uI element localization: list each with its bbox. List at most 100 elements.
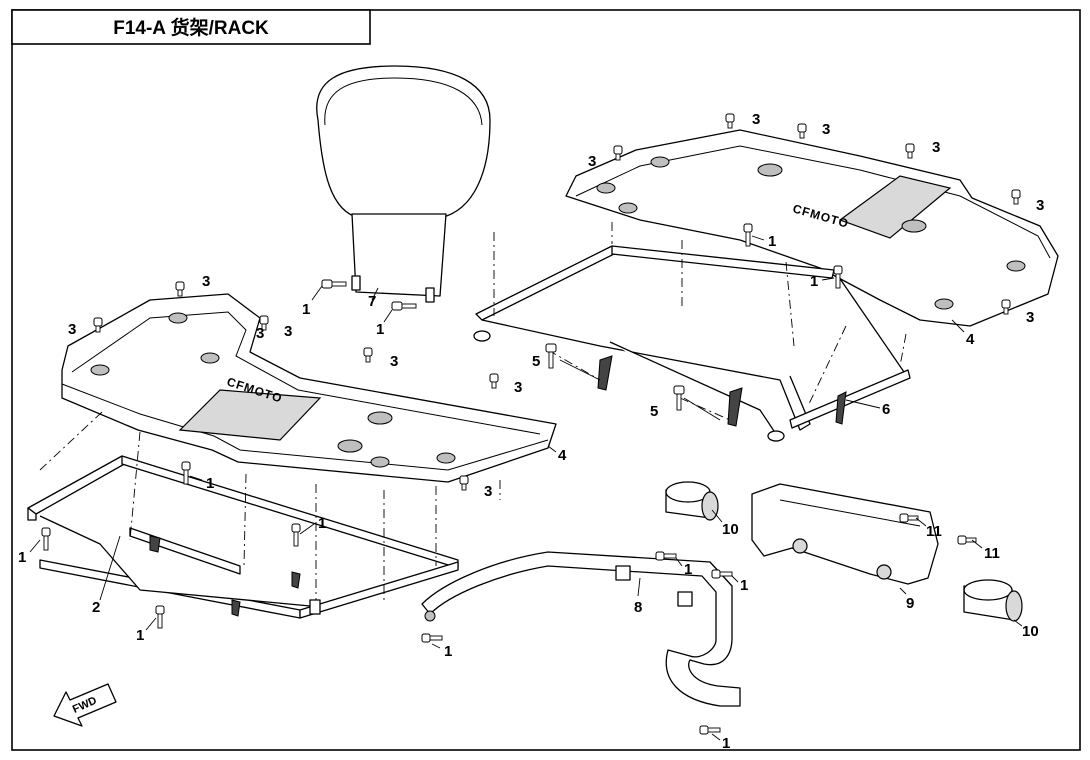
callout-1: 1	[740, 577, 748, 594]
leader	[547, 445, 557, 453]
leader	[751, 235, 765, 241]
leader	[559, 359, 601, 381]
frame-rail	[299, 561, 459, 619]
front-rack-panel: CFMOTO	[61, 293, 557, 483]
callout-4: 4	[558, 447, 567, 464]
callout-1: 1	[684, 561, 692, 578]
mounting-bracket	[751, 483, 939, 585]
frame-rail	[475, 245, 619, 321]
frame-bracket	[727, 387, 743, 427]
hex-nut	[797, 123, 807, 139]
callout-10: 10	[722, 521, 739, 538]
rear-rack-panel: CFMOTO	[565, 129, 1059, 327]
frame-end-cap	[473, 330, 491, 342]
screw	[899, 513, 919, 523]
grab-bar-tube	[421, 551, 741, 707]
leader	[711, 733, 721, 741]
callout-11: 11	[926, 523, 942, 540]
callout-3: 3	[1026, 309, 1034, 326]
callout-3: 3	[588, 153, 596, 170]
leader	[971, 539, 983, 549]
forward-arrow: FWD	[53, 683, 117, 727]
frame-bracket	[835, 391, 847, 425]
flange-bolt	[291, 523, 301, 547]
frame-loop	[39, 515, 311, 607]
callout-7: 7	[368, 293, 376, 310]
center-line	[129, 431, 141, 541]
callout-3: 3	[514, 379, 522, 396]
grab-bar-plate	[615, 565, 631, 581]
leader	[371, 287, 379, 301]
front-rack-pocket	[178, 389, 322, 441]
callout-1: 1	[810, 273, 818, 290]
leader	[637, 577, 641, 597]
page-title: F14-A 货架/RACK	[113, 16, 269, 39]
flange-bolt	[391, 301, 417, 311]
frame-crossbar	[609, 341, 777, 441]
callout-9: 9	[906, 595, 914, 612]
hex-nut	[725, 113, 735, 129]
hex-nut	[459, 475, 469, 491]
grab-bar	[421, 551, 741, 707]
leader	[299, 523, 315, 535]
backrest-bracket-left	[351, 275, 361, 291]
center-line	[807, 325, 847, 407]
rear-rack-body	[565, 129, 1059, 327]
bracket-fold	[779, 499, 921, 527]
front-rack-body	[61, 293, 557, 483]
callout-1: 1	[18, 549, 26, 566]
callout-3: 3	[202, 273, 210, 290]
leader-lines	[29, 235, 1023, 741]
grab-bar-plate	[677, 591, 693, 607]
callout-1: 1	[444, 643, 452, 660]
callout-3: 3	[484, 483, 492, 500]
rear-rack-pocket	[838, 175, 952, 239]
fasteners	[41, 113, 1021, 735]
backrest-assembly	[316, 65, 491, 303]
fwd-arrow-shape	[53, 683, 117, 727]
front-rack-rim	[71, 311, 541, 435]
hex-nut	[489, 373, 499, 389]
frame-bracket	[597, 355, 613, 391]
flange-bolt	[743, 223, 753, 247]
callout-11: 11	[984, 545, 1000, 562]
flange-bolt	[321, 279, 347, 289]
rear-rack-hole	[934, 298, 954, 310]
front-rack-hole	[168, 312, 188, 324]
callout-1: 1	[722, 735, 730, 752]
rubber-spacer-upper	[665, 481, 719, 521]
callout-6: 6	[882, 401, 890, 418]
frame-bracket	[231, 599, 241, 617]
callout-5: 5	[532, 353, 540, 370]
drawing-frame	[11, 9, 1081, 751]
frame-rail	[789, 369, 911, 429]
center-line	[899, 333, 907, 367]
hex-nut	[363, 347, 373, 363]
callout-4: 4	[966, 331, 975, 348]
callout-5: 5	[650, 403, 658, 420]
front-rack-hole	[367, 411, 393, 425]
front-rack-hole	[436, 452, 456, 464]
callout-labels: 1 1 1 1 1 1 1 1 1 1 1 1 2 3 3 3 3 3 3 3 …	[18, 111, 1044, 752]
leader	[675, 557, 683, 567]
rear-rack-hole	[596, 182, 616, 194]
leader	[845, 399, 881, 409]
rear-rack-frame	[473, 245, 911, 442]
frame-rail	[27, 455, 129, 515]
callout-3: 3	[752, 111, 760, 128]
callout-3: 3	[284, 323, 292, 340]
flange-bolt	[699, 725, 721, 735]
front-rack-hole	[337, 439, 363, 453]
flange-bolt	[655, 551, 677, 561]
leader	[383, 309, 393, 323]
bracket-bushing	[792, 538, 808, 554]
hex-nut	[175, 281, 185, 297]
spacer-bore	[1005, 590, 1023, 622]
leader	[1013, 619, 1023, 627]
backrest-stem	[351, 213, 447, 297]
center-line	[679, 397, 731, 421]
center-line	[243, 473, 247, 567]
leader	[915, 517, 927, 527]
front-rack-hole	[90, 364, 110, 376]
